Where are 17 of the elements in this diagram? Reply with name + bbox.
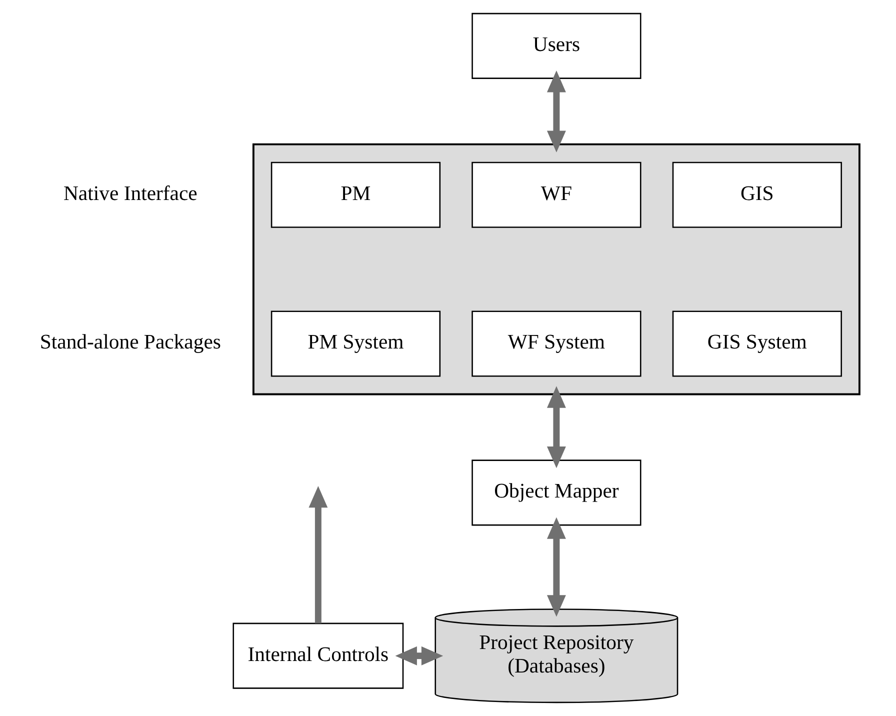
node-box: WF bbox=[472, 162, 642, 228]
node-box: Internal Controls bbox=[232, 622, 404, 689]
arrow bbox=[308, 486, 328, 624]
arrow bbox=[395, 646, 444, 666]
node-box: GIS bbox=[672, 162, 842, 228]
node-box: Object Mapper bbox=[472, 460, 642, 526]
label: Native Interface bbox=[63, 182, 198, 205]
label: Stand-alone Packages bbox=[40, 332, 221, 354]
arrow bbox=[546, 70, 566, 152]
node-box: PM System bbox=[270, 310, 441, 377]
cluster bbox=[252, 143, 860, 396]
arrow bbox=[546, 386, 566, 468]
node-box: Users bbox=[472, 12, 642, 79]
node-box: WF System bbox=[472, 310, 642, 377]
arrow bbox=[546, 517, 566, 617]
node-box: PM bbox=[270, 162, 441, 228]
node-box: GIS System bbox=[672, 310, 842, 377]
